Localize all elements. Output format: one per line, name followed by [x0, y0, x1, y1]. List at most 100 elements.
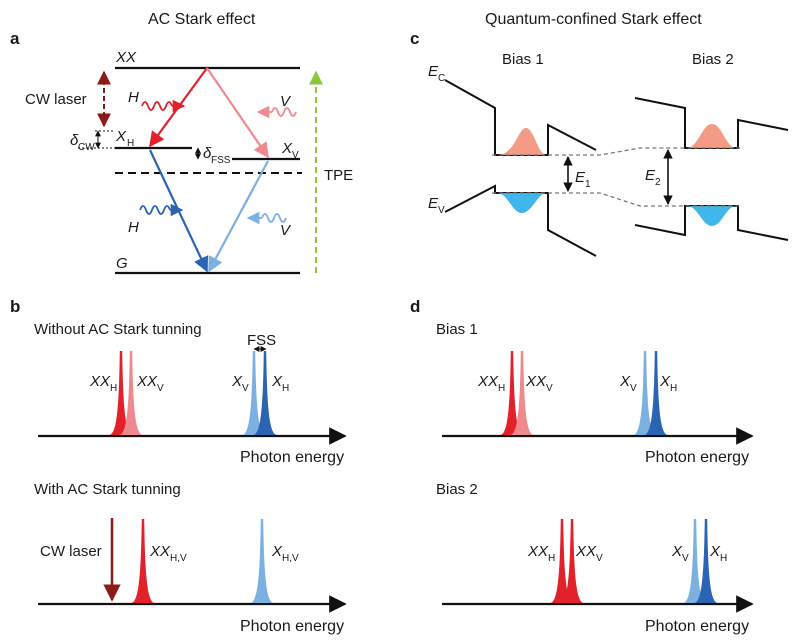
panel-d-top-peaks [500, 351, 668, 435]
b-bottom-label-x-sub: H,V [282, 553, 299, 564]
arrow-xv-to-g [208, 160, 269, 273]
label-g: G [116, 255, 128, 272]
panel-d-bottom-peaks [550, 519, 718, 603]
b-top-label-xxh-sub: H [110, 383, 117, 394]
panel-b-letter: b [10, 297, 20, 316]
panel-a: a AC Stark effect XX X H X V G CW laser … [10, 11, 353, 275]
d-bottom-label-xh: X [709, 543, 721, 560]
tpe-label: TPE [324, 167, 353, 184]
arrow-xx-to-xv [206, 67, 269, 159]
d-top-label-xxv: XX [525, 373, 547, 390]
peak-xv [683, 519, 707, 603]
panel-b-bottom-axis-label: Photon energy [240, 618, 344, 635]
panel-d-bottom-axis-label: Photon energy [645, 618, 749, 635]
panel-d-bias2: Bias 2 [436, 481, 478, 498]
e2-sub: 2 [655, 177, 661, 188]
d-bottom-label-xxv-sub: V [596, 553, 603, 564]
panel-b-bottom-peaks [131, 519, 274, 603]
panel-c: c Quantum-confined Stark effect Bias 1 B… [410, 11, 789, 257]
photon-x-v-label: V [280, 222, 292, 239]
label-xv: X [281, 140, 293, 157]
e1-sub: 1 [585, 179, 591, 190]
photon-xx-h-wave [141, 101, 173, 111]
delta-cw-symbol: δ [70, 132, 79, 149]
b-bottom-label-x: X [271, 543, 283, 560]
d-top-label-xxv-sub: V [546, 383, 553, 394]
arrow-xx-to-xh [149, 67, 208, 148]
peak-xxv [119, 351, 143, 435]
panel-b-top-title: Without AC Stark tunning [34, 321, 202, 338]
b-top-label-xxv-sub: V [157, 383, 164, 394]
peak-xxh [500, 351, 524, 435]
peak-xv [242, 351, 266, 435]
d-top-label-xh: X [659, 373, 671, 390]
fss-label: FSS [247, 332, 276, 349]
d-bottom-label-xxh-sub: H [548, 553, 555, 564]
peak-xxh [109, 351, 133, 435]
panel-d-letter: d [410, 297, 420, 316]
peak-x-hv [250, 519, 274, 603]
panel-b-top-peaks [109, 351, 277, 435]
ec-sub: C [438, 73, 445, 84]
panel-d: d Bias 1 Photon energy XX H XX V X V X H… [410, 297, 754, 635]
peak-xh [644, 351, 668, 435]
b-bottom-label-xx: XX [149, 543, 171, 560]
photon-x-h-label: H [128, 219, 139, 236]
d-bottom-label-xxh: XX [527, 543, 549, 560]
photon-xx-v-label: V [280, 93, 292, 110]
peak-xh [694, 519, 718, 603]
peak-xxv [560, 519, 584, 603]
panel-d-bias1: Bias 1 [436, 321, 478, 338]
electron-level-connector [492, 147, 740, 156]
d-top-label-xv: X [619, 373, 631, 390]
panel-b-cw-laser-label: CW laser [40, 543, 102, 560]
bias1-electron-wavefunction [497, 128, 546, 155]
b-top-label-xv-sub: V [242, 383, 249, 394]
d-bottom-label-xv-sub: V [682, 553, 689, 564]
cw-laser-label: CW laser [25, 91, 87, 108]
panel-c-title: Quantum-confined Stark effect [485, 11, 702, 28]
bias2-hole-wavefunction [687, 206, 736, 226]
bias2-electron-wavefunction [687, 124, 736, 148]
b-top-label-xh-sub: H [282, 383, 289, 394]
delta-fss-sub: FSS [211, 155, 231, 166]
panel-b-top-axis-label: Photon energy [240, 449, 344, 466]
d-top-label-xxh: XX [477, 373, 499, 390]
bias1-label: Bias 1 [502, 51, 544, 68]
panel-a-letter: a [10, 29, 20, 48]
peak-xx-hv [131, 519, 155, 603]
peak-xh [253, 351, 277, 435]
panel-a-title: AC Stark effect [148, 11, 256, 28]
d-bottom-label-xxv: XX [575, 543, 597, 560]
peak-xxh [550, 519, 574, 603]
b-top-label-xh: X [271, 373, 283, 390]
d-top-label-xh-sub: H [670, 383, 677, 394]
b-bottom-label-xx-sub: H,V [170, 553, 187, 564]
bias2-label: Bias 2 [692, 51, 734, 68]
photon-x-v-wave [261, 213, 287, 223]
ec-label: E [428, 63, 439, 80]
e2-label: E [645, 167, 656, 184]
b-top-label-xxh: XX [89, 373, 111, 390]
bias1-hole-wavefunction [497, 193, 546, 213]
e1-label: E [575, 169, 586, 186]
panel-d-top-axis-label: Photon energy [645, 449, 749, 466]
d-top-label-xxh-sub: H [498, 383, 505, 394]
label-xv-sub: V [292, 150, 299, 161]
panel-b: b Without AC Stark tunning Photon energy… [10, 297, 347, 635]
delta-fss-symbol: δ [203, 145, 212, 162]
label-xx: XX [115, 49, 137, 66]
peak-xv [633, 351, 657, 435]
ev-label: E [428, 195, 439, 212]
label-xh-sub: H [127, 138, 134, 149]
photon-xx-h-label: H [128, 89, 139, 106]
d-bottom-label-xv: X [671, 543, 683, 560]
peak-xxv [510, 351, 534, 435]
ev-sub: V [438, 205, 445, 216]
d-bottom-label-xh-sub: H [720, 553, 727, 564]
b-top-label-xv: X [231, 373, 243, 390]
delta-cw-sub: CW [78, 142, 95, 153]
hole-level-connector [492, 192, 740, 207]
